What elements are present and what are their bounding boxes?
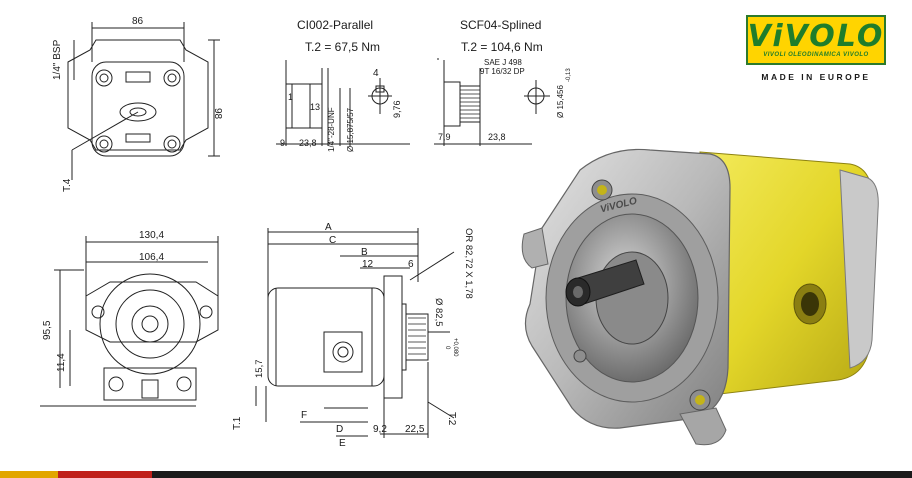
splined-dim-tol: -0,13	[566, 68, 572, 82]
side-dim-92: 9,2	[373, 424, 387, 435]
made-in-europe: MADE IN EUROPE	[761, 72, 871, 82]
parallel-dim-9: 9	[280, 138, 286, 148]
top-dim-width: 86	[132, 16, 144, 27]
parallel-shaft-drawing	[276, 60, 410, 146]
front-dim-bolt: 106,4	[139, 252, 165, 263]
splined-spec2: 9T 16/32 DP	[480, 67, 525, 76]
side-dim-6: 6	[408, 259, 414, 270]
top-view-drawing	[67, 22, 220, 180]
side-dim-f: F	[301, 410, 308, 421]
splined-dim-dia: Ø 15,456	[556, 85, 565, 118]
side-dim-c: C	[329, 235, 337, 246]
vivolo-logo: ViVOLO VIVOLI OLEODINAMICA VIVOLO	[746, 15, 886, 65]
side-view-drawing	[255, 228, 455, 438]
side-pilot: Ø 82,5	[433, 298, 444, 327]
top-dim-height: 98	[212, 108, 223, 120]
side-tag-t1: T.1	[232, 416, 243, 430]
splined-spec1: SAE J 498	[484, 58, 522, 67]
side-dim-a: A	[325, 222, 332, 233]
splined-shaft-torque: T.2 = 104,6 Nm	[461, 40, 543, 54]
parallel-dim-unf: 1/4"-28-UNF	[327, 107, 336, 152]
splined-dim-79: 7,9	[438, 132, 451, 142]
side-pilot-tol-bot: 0	[444, 346, 450, 350]
parallel-dim-976: 9,76	[392, 100, 402, 118]
side-dim-157: 15,7	[254, 359, 265, 379]
parallel-dim-1: 1	[288, 92, 294, 102]
side-dim-225: 22,5	[405, 424, 425, 435]
front-view-drawing	[40, 236, 219, 407]
splined-shaft-title: SCF04-Splined	[460, 18, 542, 32]
top-port-label: 1/4" BSP	[52, 39, 63, 80]
logo-wordmark: ViVOLO	[747, 19, 885, 54]
parallel-dim-4: 4	[373, 68, 379, 79]
parallel-shaft-title: CI002-Parallel	[297, 18, 374, 32]
front-dim-offset: 11,4	[56, 353, 67, 372]
parallel-dim-238: 23,8	[299, 138, 317, 148]
footer-stripe-yellow	[0, 471, 58, 478]
footer-stripe-red	[58, 471, 152, 478]
side-dim-d: D	[336, 424, 344, 435]
parallel-dim-dia: Ø 15,875/57	[346, 107, 355, 152]
gear-pump-photo	[521, 148, 879, 446]
footer-stripe	[0, 471, 912, 478]
parallel-shaft-torque: T.2 = 67,5 Nm	[305, 40, 381, 54]
side-dim-b: B	[361, 247, 368, 258]
side-tag-t2: T.2	[446, 412, 457, 426]
side-dim-12: 12	[362, 259, 374, 270]
front-dim-total: 130,4	[139, 230, 165, 241]
splined-shaft-drawing	[434, 58, 550, 146]
side-pilot-tol-top: +0,080	[452, 338, 458, 357]
front-dim-height: 95,5	[42, 320, 53, 340]
top-tag-t4: T.4	[62, 178, 73, 192]
parallel-dim-13: 13	[310, 102, 321, 112]
side-dim-e: E	[339, 438, 346, 449]
side-oring: OR 82,72 X 1,78	[463, 228, 474, 299]
logo-subtitle: VIVOLI OLEODINAMICA VIVOLO	[763, 52, 869, 58]
splined-dim-238: 23,8	[488, 132, 506, 142]
